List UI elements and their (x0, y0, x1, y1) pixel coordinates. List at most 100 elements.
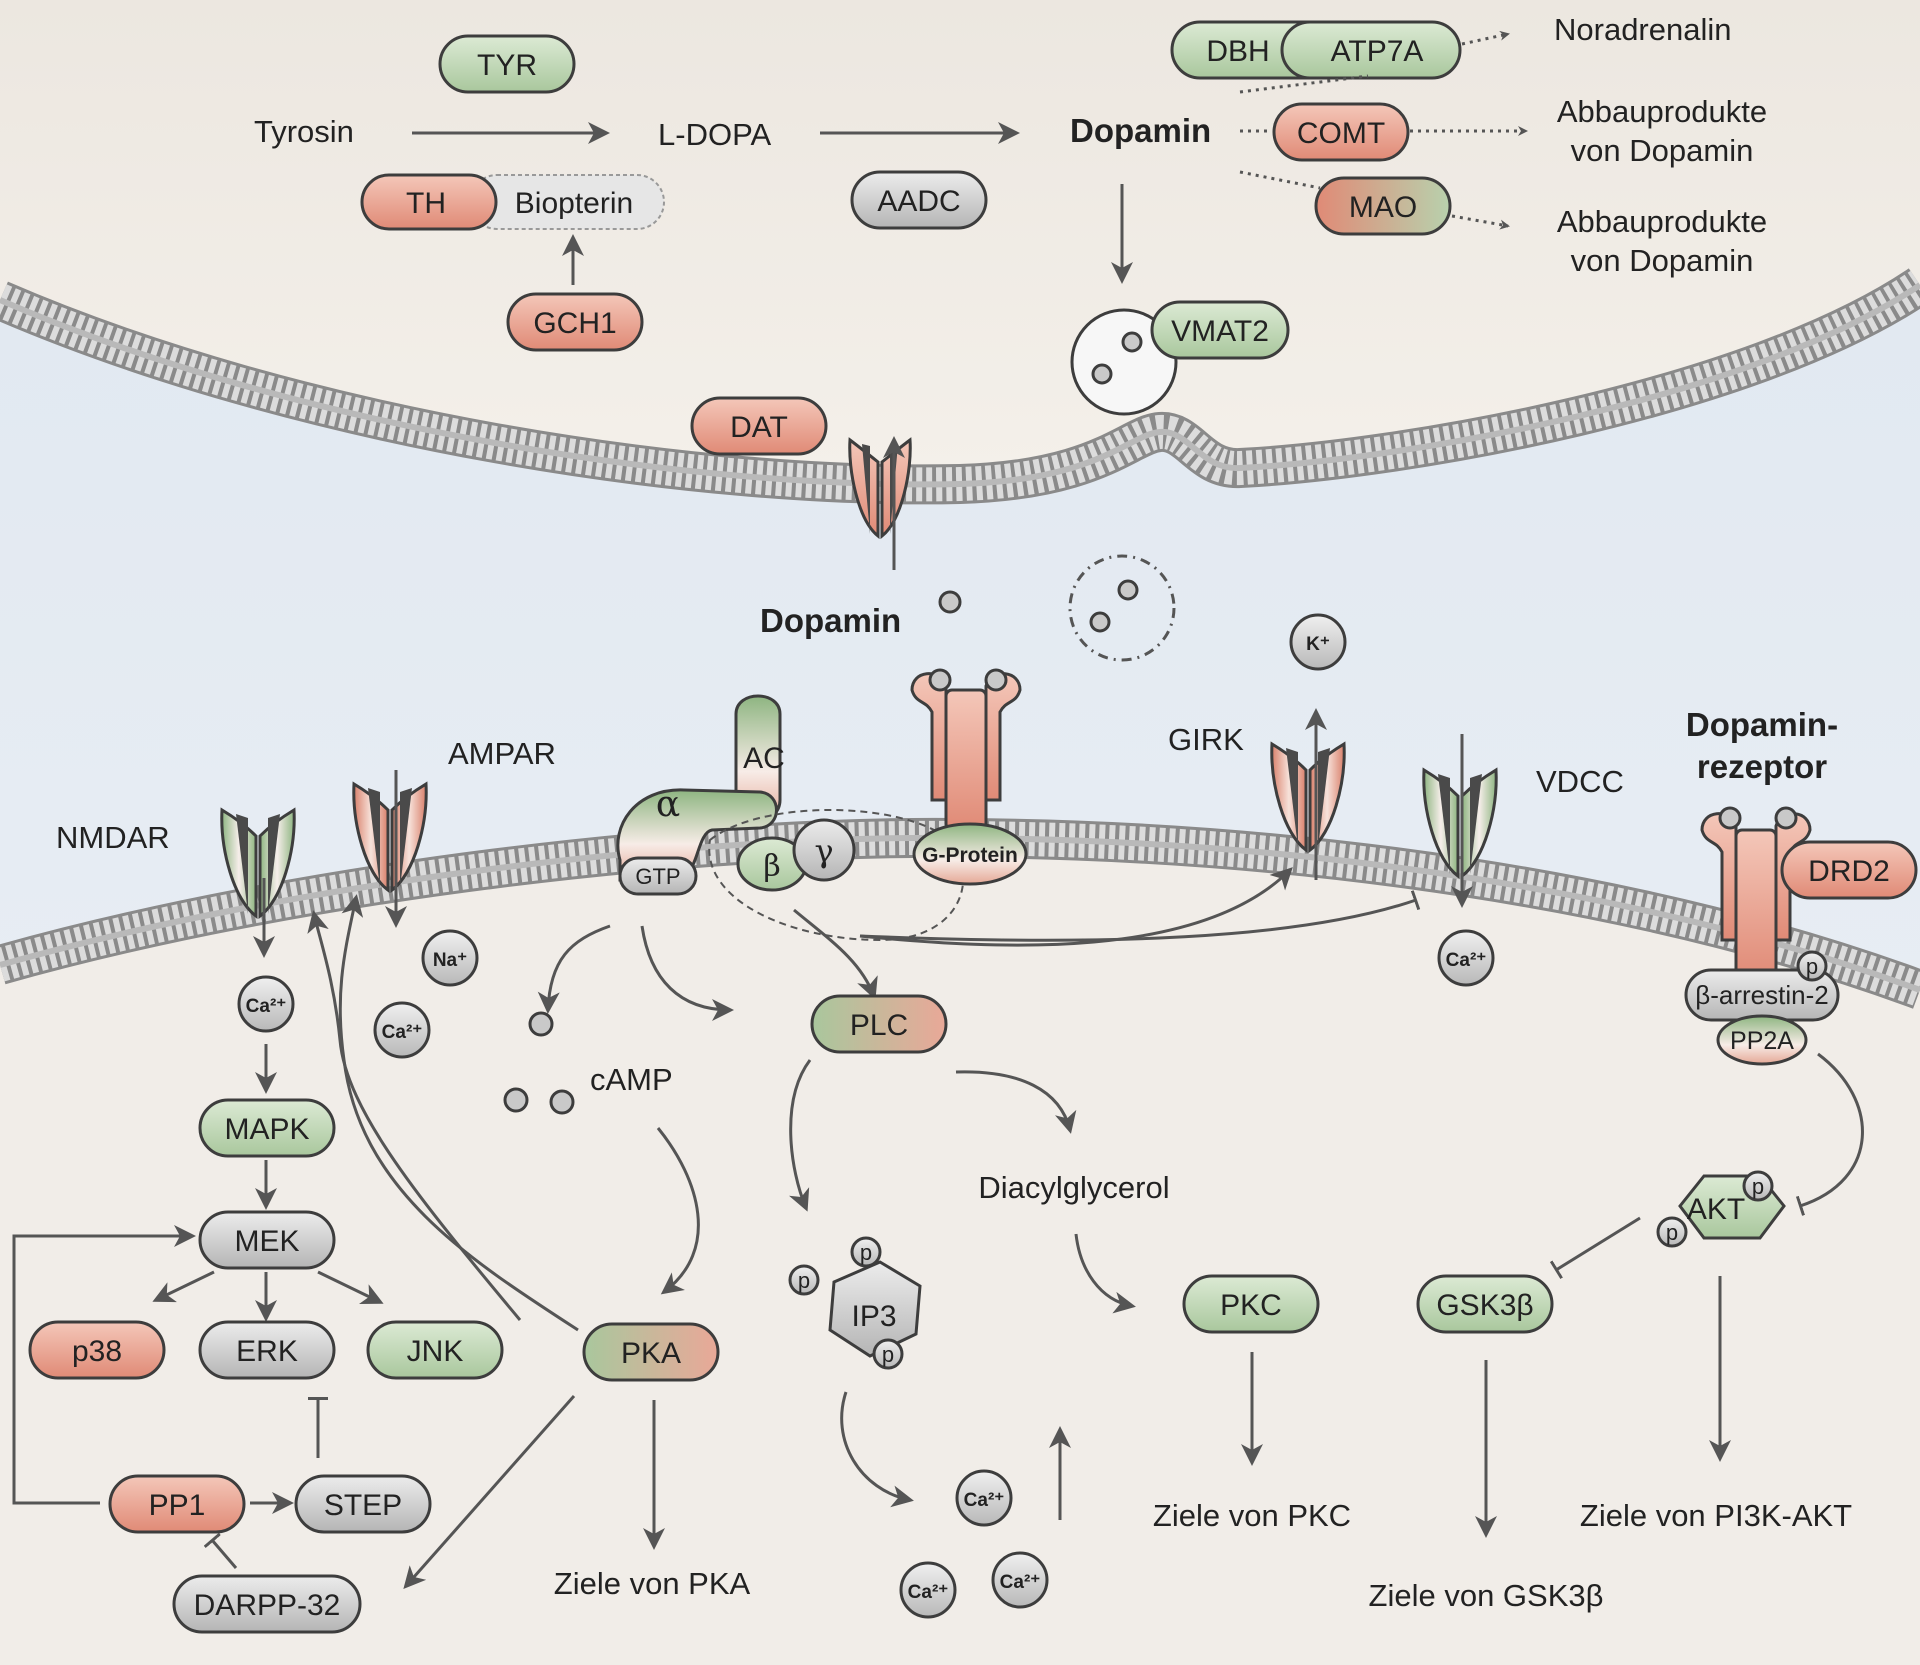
arrow-mao-degradation (1451, 214, 1510, 230)
svg-text:PP2A: PP2A (1730, 1027, 1794, 1055)
noradrenaline-label: Noradrenalin (1554, 12, 1732, 47)
vdcc-channel (1422, 734, 1498, 908)
l-dopa-label: L-DOPA (658, 117, 771, 152)
ip3: IP3 (828, 1260, 922, 1358)
gsk3b: GSK3β (1416, 1274, 1554, 1334)
mek: MEK (198, 1210, 336, 1270)
enzyme-comt: COMT (1272, 102, 1410, 162)
arrow-mek-to-jnk (317, 1270, 384, 1305)
svg-text:DAT: DAT (730, 411, 788, 444)
girk-channel (1270, 708, 1346, 880)
inhibit-pp2a-akt (1795, 1052, 1864, 1216)
arrow-pka-to-darpp32 (403, 1395, 576, 1589)
svg-text:PKA: PKA (621, 1337, 681, 1370)
mapk: MAPK (198, 1098, 336, 1158)
svg-text:p: p (798, 1268, 810, 1293)
ip3-phospho-1: p (788, 1264, 820, 1296)
plc: PLC (810, 994, 948, 1054)
svg-text:G-Protein: G-Protein (922, 844, 1018, 867)
svg-text:p: p (1806, 954, 1818, 979)
dopamine-presynaptic-label: Dopamin (1070, 112, 1211, 149)
released-vesicle (1068, 554, 1176, 662)
akt-phospho-2: p (1656, 1216, 1688, 1248)
vdcc-label: VDCC (1536, 764, 1624, 799)
svg-text:p38: p38 (72, 1335, 122, 1368)
inhibit-akt-gsk3b (1549, 1216, 1641, 1280)
pka: PKA (582, 1322, 720, 1382)
degradation-2-line2: von Dopamin (1571, 243, 1754, 278)
nmdar-channel (220, 807, 296, 958)
arrow-pka-to-nmdar (307, 910, 522, 1321)
dopamine-receptor-center (910, 668, 1022, 832)
arrow-ac-to-camp (537, 924, 611, 1014)
svg-text:Ca²⁺: Ca²⁺ (382, 1022, 423, 1043)
pkc-targets-label: Ziele von PKC (1153, 1498, 1351, 1533)
nmdar-label: NMDAR (56, 820, 170, 855)
arrow-ip3-to-ca (840, 1391, 914, 1508)
inhibit-g-protein-vdcc (859, 890, 1421, 942)
ip3-phospho-3: p (872, 1338, 904, 1370)
calcium-ip3-1: Ca²⁺ (955, 1469, 1013, 1527)
jnk: JNK (366, 1320, 504, 1380)
girk-label: GIRK (1168, 722, 1244, 757)
arrow-pka-to-ampar (338, 894, 579, 1332)
dat-channel (848, 436, 912, 570)
degradation-1-line1: Abbauprodukte (1557, 94, 1767, 129)
darpp-32: DARPP-32 (172, 1574, 362, 1634)
svg-text:TH: TH (406, 187, 446, 220)
g-protein-gamma: γ (792, 818, 856, 882)
svg-text:p: p (1666, 1220, 1678, 1245)
gsk3b-targets-label: Ziele von GSK3β (1369, 1578, 1604, 1613)
transporter-dat: DAT (690, 396, 828, 456)
svg-text:STEP: STEP (324, 1489, 402, 1522)
ampar-channel (352, 770, 428, 928)
arrow-g-protein-to-girk (859, 867, 1293, 947)
svg-text:Ca²⁺: Ca²⁺ (246, 996, 287, 1017)
svg-text:Ca²⁺: Ca²⁺ (964, 1490, 1005, 1511)
svg-text:K⁺: K⁺ (1306, 634, 1330, 655)
degradation-1-line2: von Dopamin (1571, 133, 1754, 168)
svg-text:p: p (882, 1342, 894, 1367)
synaptic-vesicle (1070, 308, 1178, 416)
diacylglycerol-label: Diacylglycerol (978, 1170, 1169, 1205)
svg-text:p: p (1752, 1174, 1764, 1199)
svg-text:DRD2: DRD2 (1808, 855, 1890, 888)
th-biopterin-complex: TH Biopterin (360, 173, 665, 231)
dot-line-dopamine-dbh (1239, 74, 1369, 94)
transporter-vmat2: VMAT2 (1150, 300, 1290, 360)
ip3-phospho-2: p (850, 1236, 882, 1268)
svg-text:ERK: ERK (236, 1335, 298, 1368)
phospho-arrestin: p (1796, 950, 1828, 982)
arrow-camp-to-pka (656, 1127, 700, 1295)
enzyme-dbh-atp7a: DBH ATP7A (1170, 20, 1462, 80)
svg-text:DARPP-32: DARPP-32 (194, 1589, 341, 1622)
biopterin-label: Biopterin (515, 187, 633, 220)
pp1: PP1 (108, 1474, 246, 1534)
dopamine-cleft-label: Dopamin (760, 602, 901, 639)
beta-arrestin-2: β-arrestin-2 (1684, 968, 1840, 1022)
akt-phospho-1: p (1742, 1170, 1774, 1202)
svg-text:ATP7A: ATP7A (1331, 35, 1424, 68)
enzyme-aadc: AADC (850, 170, 988, 230)
svg-text:GCH1: GCH1 (533, 307, 616, 340)
sodium-ion: Na⁺ (421, 929, 479, 987)
camp-molecules (503, 1011, 575, 1115)
svg-text:COMT: COMT (1297, 117, 1385, 150)
calcium-vdcc: Ca²⁺ (1437, 929, 1495, 987)
p38: p38 (28, 1320, 166, 1380)
svg-text:GSK3β: GSK3β (1436, 1289, 1533, 1322)
svg-text:β-arrestin-2: β-arrestin-2 (1695, 980, 1828, 1010)
ampar-label: AMPAR (448, 736, 556, 771)
svg-text:IP3: IP3 (851, 1300, 896, 1333)
svg-text:AC: AC (743, 742, 785, 775)
dopamine-receptor-label-1: Dopamin- (1686, 706, 1838, 743)
svg-text:MAO: MAO (1349, 191, 1417, 224)
pka-targets-label: Ziele von PKA (554, 1566, 751, 1601)
svg-text:α: α (656, 784, 680, 825)
calcium-ip3-2: Ca²⁺ (899, 1561, 957, 1619)
dopamine-molecule (938, 590, 962, 614)
camp-label: cAMP (590, 1062, 673, 1097)
calcium-ip3-3: Ca²⁺ (991, 1551, 1049, 1609)
presynaptic-neuron (0, 0, 1920, 485)
